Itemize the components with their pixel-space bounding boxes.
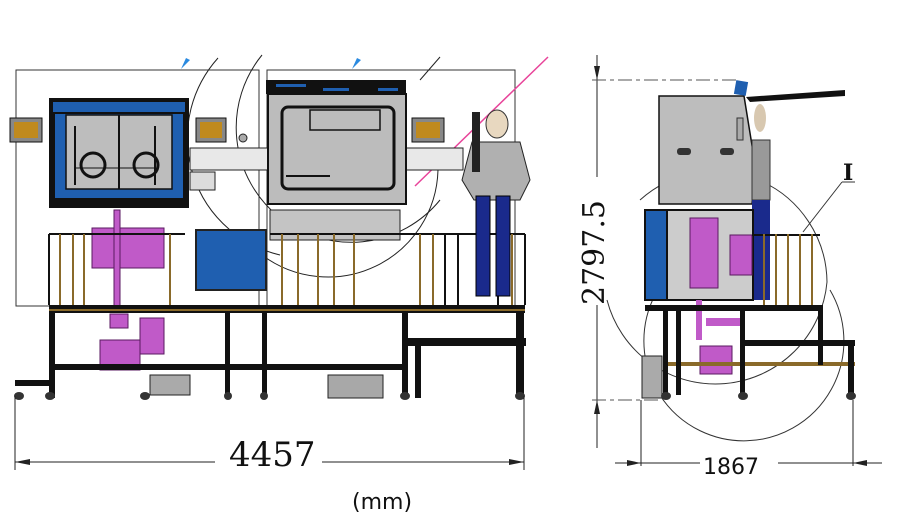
side-glovebox — [658, 95, 757, 205]
unit-label: (mm) — [352, 490, 413, 515]
front-view — [9, 54, 549, 400]
dimension-label-height: 2797.5 — [577, 200, 612, 305]
dimension-height-side — [592, 55, 740, 448]
dimension-label-width: 4457 — [229, 435, 316, 475]
right-glovebox — [266, 80, 407, 205]
dimension-width-front — [14, 396, 525, 470]
blue-cabinet — [195, 229, 267, 291]
marker-icon — [181, 58, 190, 69]
side-view — [606, 80, 856, 442]
dimension-label-depth: 1867 — [703, 455, 759, 480]
window-amber — [14, 122, 38, 138]
detail-label: I — [843, 160, 853, 186]
operator-figure — [461, 109, 531, 297]
arm-fixture — [746, 90, 845, 102]
side-pump — [699, 345, 733, 375]
left-glovebox — [49, 98, 189, 208]
dimension-depth-side — [615, 400, 882, 466]
marker-icon — [352, 58, 361, 69]
